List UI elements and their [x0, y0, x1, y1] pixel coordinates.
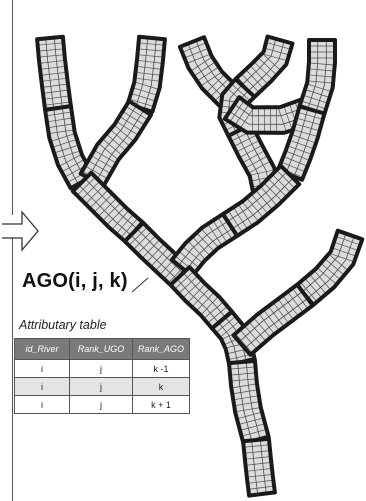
- table-row: i j k + 1: [15, 396, 190, 414]
- river-segment: [243, 439, 275, 496]
- table-row: i j k: [15, 378, 190, 396]
- river-segment: [300, 40, 335, 114]
- river-segment: [128, 37, 165, 112]
- river-segment: [234, 285, 313, 355]
- table-header-row: id_River Rank_UGO Rank_AGO: [15, 339, 190, 360]
- table-title: Attributary table: [19, 318, 107, 332]
- table-cell: j: [70, 360, 133, 378]
- river-segment: [37, 37, 71, 110]
- right-outline-arrow-icon: [2, 212, 38, 250]
- segment-body: [234, 285, 313, 355]
- river-segments: [37, 37, 362, 496]
- table-cell: i: [15, 378, 70, 396]
- ago-label: AGO(i, j, k): [22, 270, 128, 293]
- column-header: Rank_AGO: [133, 339, 190, 360]
- table-cell: j: [70, 396, 133, 414]
- table-cell: k: [133, 378, 190, 396]
- table-cell: i: [15, 396, 70, 414]
- column-header: Rank_UGO: [70, 339, 133, 360]
- label-pointer-line: [132, 278, 148, 292]
- river-segment: [172, 214, 237, 276]
- table-cell: k + 1: [133, 396, 190, 414]
- river-segment: [229, 361, 269, 443]
- table-cell: i: [15, 360, 70, 378]
- table-cell: k -1: [133, 360, 190, 378]
- table-row: i j k -1: [15, 360, 190, 378]
- column-header: id_River: [15, 339, 70, 360]
- attribute-table: id_River Rank_UGO Rank_AGO i j k -1 i j …: [14, 338, 190, 414]
- table-cell: j: [70, 378, 133, 396]
